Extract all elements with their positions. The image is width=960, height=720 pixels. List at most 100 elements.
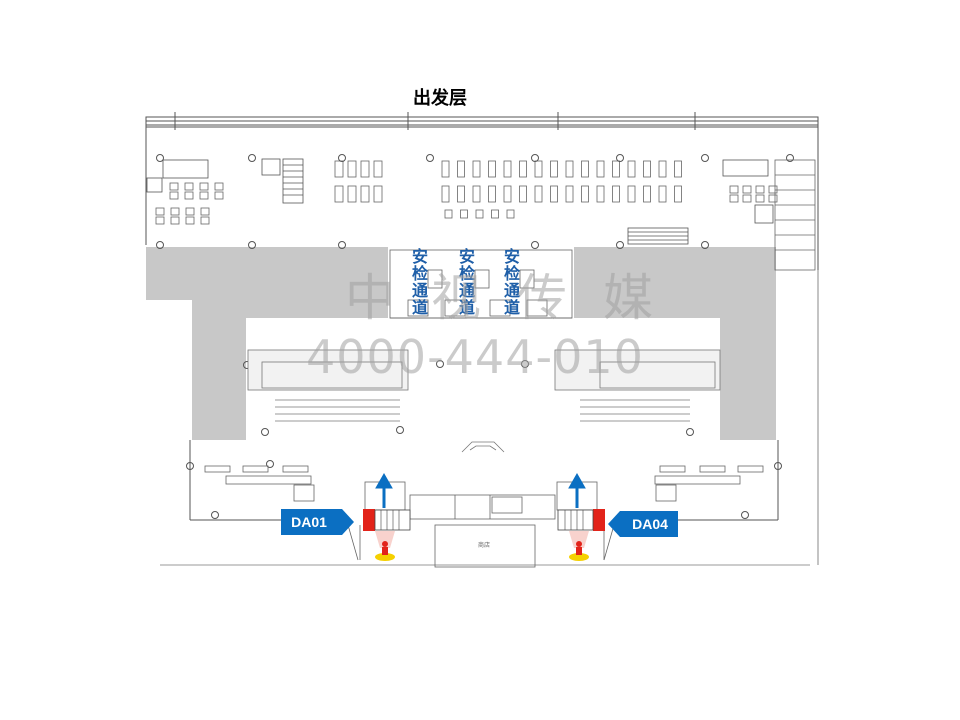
desk — [441, 160, 450, 178]
column-marker — [786, 154, 794, 162]
desk — [742, 185, 752, 194]
security-channel-label-1: 安检通道 — [411, 247, 428, 317]
viewer-marker-right — [569, 531, 589, 561]
column-marker — [248, 241, 256, 249]
column-marker — [248, 154, 256, 162]
desk — [360, 185, 370, 203]
desk — [347, 160, 357, 178]
desk — [627, 160, 636, 178]
desk — [170, 207, 180, 216]
desk — [457, 185, 465, 203]
desk — [199, 191, 209, 200]
desk — [472, 185, 481, 203]
desk — [612, 160, 620, 178]
column-marker — [261, 428, 269, 436]
desk — [729, 194, 739, 203]
column-marker — [521, 360, 529, 368]
desk — [565, 185, 574, 203]
desk — [347, 185, 357, 203]
direction-arrow-left — [375, 472, 393, 508]
desk — [169, 182, 179, 191]
desk — [643, 160, 651, 178]
desk — [503, 185, 512, 203]
checkin-desks — [155, 160, 778, 225]
desk — [185, 207, 195, 216]
desk — [581, 160, 589, 178]
column-marker — [211, 511, 219, 519]
column-marker — [531, 241, 539, 249]
desk — [674, 185, 682, 203]
ad-tag-da04[interactable]: DA04 — [632, 516, 668, 532]
desk — [596, 160, 605, 178]
column-marker — [531, 154, 539, 162]
ad-boards — [363, 509, 605, 531]
security-area — [389, 249, 573, 319]
desk — [184, 182, 194, 191]
column-marker — [396, 426, 404, 434]
desk — [729, 185, 739, 194]
desk — [658, 185, 667, 203]
column-marker — [616, 154, 624, 162]
side-rooms — [774, 159, 816, 271]
desk — [519, 185, 527, 203]
column-marker — [426, 154, 434, 162]
escalators — [146, 158, 774, 245]
desk — [488, 160, 496, 178]
desk — [460, 209, 468, 219]
desk — [334, 160, 344, 178]
column-marker — [436, 360, 444, 368]
tag-da01-shape — [281, 509, 354, 535]
desk — [488, 185, 496, 203]
ad-tag-da01[interactable]: DA01 — [291, 514, 327, 530]
desk — [441, 185, 450, 203]
desk — [457, 160, 465, 178]
security-channel-label-2: 安检通道 — [458, 247, 475, 317]
column-marker — [741, 511, 749, 519]
desk — [444, 209, 453, 219]
lower-zone: 商店 — [204, 465, 764, 568]
desk — [550, 185, 558, 203]
column-marker — [774, 462, 782, 470]
desk — [674, 160, 682, 178]
column-marker — [701, 241, 709, 249]
columns — [156, 154, 794, 519]
desk — [658, 160, 667, 178]
desk — [596, 185, 605, 203]
desk — [643, 185, 651, 203]
desk — [200, 207, 210, 216]
desk — [581, 185, 589, 203]
desk — [742, 194, 752, 203]
desk — [360, 160, 370, 178]
desk — [472, 160, 481, 178]
desk — [214, 182, 224, 191]
desk — [768, 194, 778, 203]
desk — [373, 160, 383, 178]
column-marker — [156, 154, 164, 162]
desk — [373, 185, 383, 203]
desk — [612, 185, 620, 203]
desk — [768, 185, 778, 194]
desk — [214, 191, 224, 200]
column-marker — [186, 462, 194, 470]
column-marker — [338, 241, 346, 249]
viewer-marker-left — [375, 531, 395, 561]
desk — [534, 185, 543, 203]
desk — [185, 216, 195, 225]
svg-text:商店: 商店 — [478, 541, 490, 549]
desk — [169, 191, 179, 200]
column-marker — [686, 428, 694, 436]
desk — [550, 160, 558, 178]
desk — [199, 182, 209, 191]
desk — [334, 185, 344, 203]
column-marker — [338, 154, 346, 162]
desk — [475, 209, 484, 219]
desk — [155, 216, 165, 225]
left-gray-block — [146, 247, 388, 440]
desk — [627, 185, 636, 203]
column-marker — [266, 460, 274, 468]
column-marker — [616, 241, 624, 249]
desk — [506, 209, 515, 219]
desk — [491, 209, 499, 219]
column-marker — [701, 154, 709, 162]
